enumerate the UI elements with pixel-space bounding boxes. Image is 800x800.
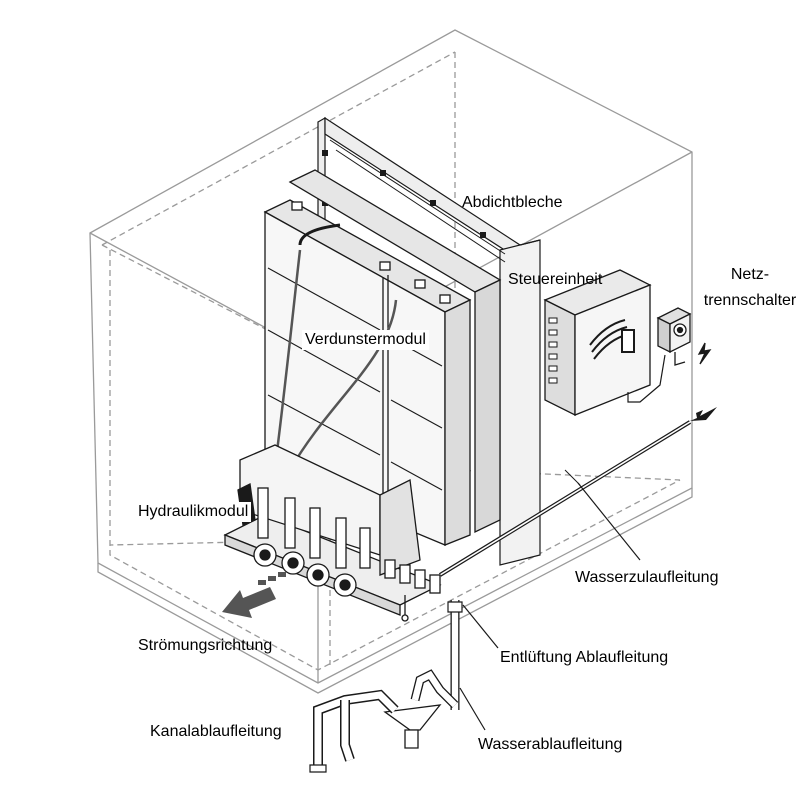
leader-entlueftung (462, 604, 499, 649)
label-netztrennschalter-line1: Netz- (730, 266, 770, 283)
leader-wasserzulaufleitung (577, 482, 641, 561)
hydraulic-module (223, 444, 442, 622)
label-abdichtbleche: Abdichtbleche (462, 194, 563, 211)
label-entlueftung-ablaufleitung: Entlüftung Ablaufleitung (500, 649, 669, 666)
label-netztrennschalter: Netz- trennschalter (700, 265, 800, 311)
mains-isolator-switch (656, 307, 712, 366)
label-verdunstermodul: Verdunstermodul (302, 330, 429, 350)
drain-pipes (309, 600, 463, 773)
label-stroemungsrichtung: Strömungsrichtung (138, 637, 273, 654)
label-steuereinheit: Steuereinheit (508, 271, 603, 288)
label-wasserablaufleitung: Wasserablaufleitung (478, 736, 623, 753)
label-netztrennschalter-line2: trennschalter (703, 292, 797, 309)
leader-lines (459, 482, 641, 731)
sealing-plates (317, 116, 541, 566)
black-arrow-icon (690, 407, 717, 421)
label-hydraulikmodul: Hydraulikmodul (135, 502, 252, 522)
lightning-icon (697, 342, 712, 365)
water-supply-line (438, 407, 717, 577)
leader-wasserablaufleitung (459, 687, 486, 731)
large-gray-arrow-icon (222, 572, 286, 618)
label-kanalablaufleitung: Kanalablaufleitung (150, 723, 282, 740)
control-unit (543, 269, 666, 417)
label-wasserzulaufleitung: Wasserzulaufleitung (575, 569, 719, 586)
